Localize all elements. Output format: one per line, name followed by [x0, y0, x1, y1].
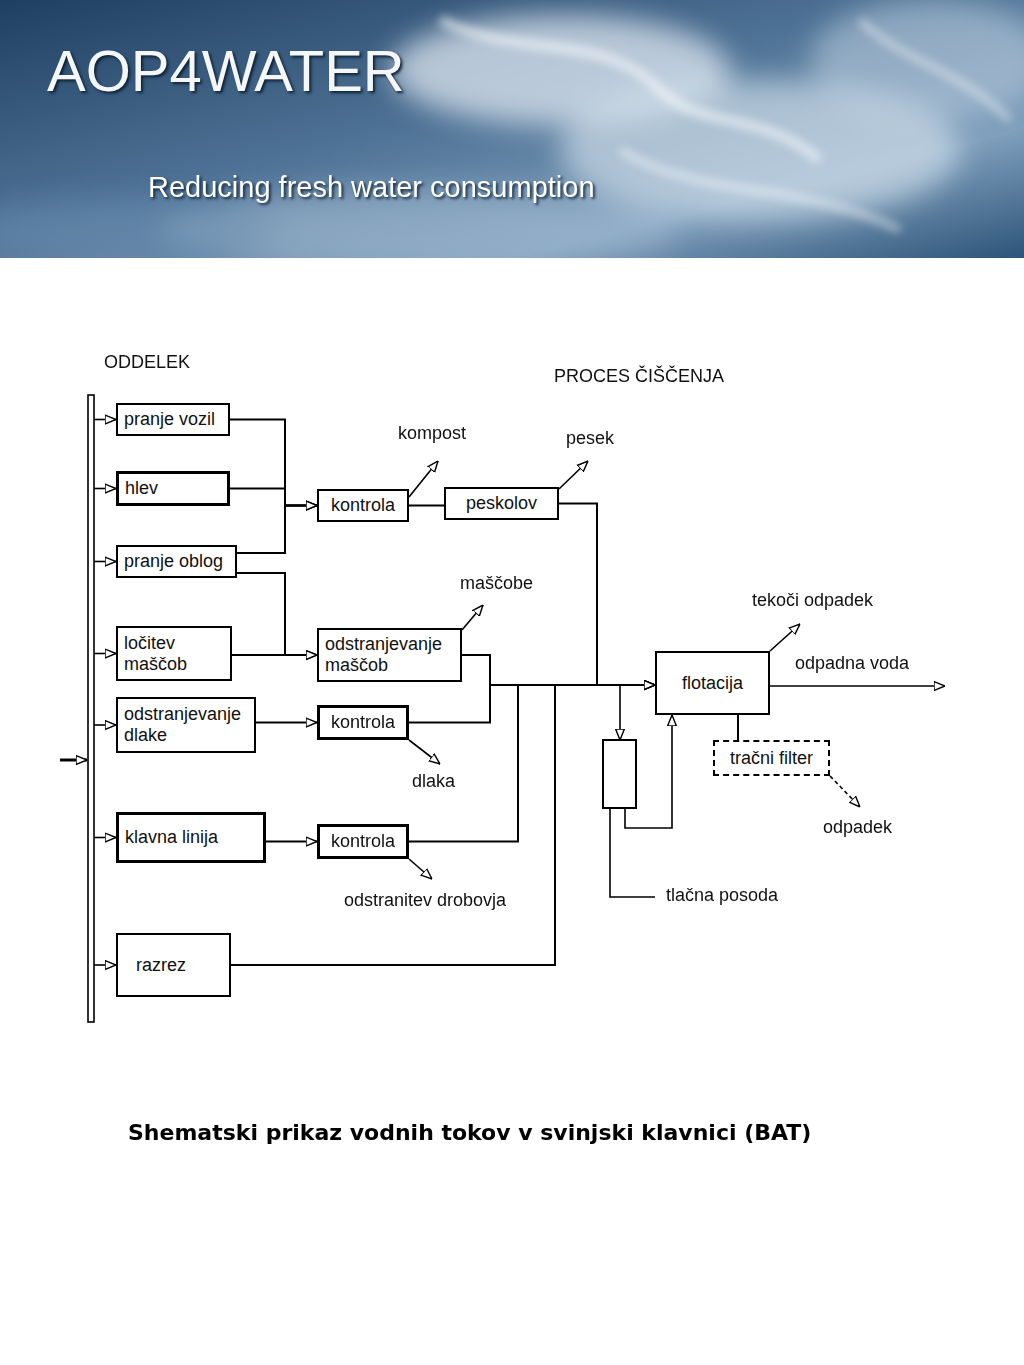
- node-text: odstranjevanje dlake: [124, 704, 248, 745]
- flow-connector: [231, 685, 655, 965]
- flow-connector: [409, 685, 655, 842]
- leader-arrow: [462, 605, 483, 630]
- process-box: odstranjevanje dlake: [116, 697, 256, 753]
- supply-arrow: [94, 419, 116, 421]
- supply-arrow: [94, 488, 116, 490]
- output-label: pesek: [566, 428, 614, 450]
- process-box: razrez: [116, 933, 231, 997]
- output-label: odstranitev drobovja: [344, 890, 506, 912]
- part-label: tlačna posoda: [666, 885, 778, 907]
- leader-arrow: [559, 461, 588, 489]
- flow-connector: [737, 715, 739, 740]
- output-label: kompost: [398, 423, 466, 445]
- node-text: pranje oblog: [124, 551, 223, 572]
- process-box: odstranjevanje maščob: [317, 628, 462, 682]
- supply-arrow: [94, 653, 116, 655]
- process-box: ločitev maščob: [116, 626, 232, 681]
- supply-arrow: [94, 724, 116, 726]
- node-text: klavna linija: [125, 827, 218, 848]
- flow-connector: [256, 722, 317, 724]
- leader-arrow: [409, 740, 440, 764]
- node-text: ločitev maščob: [124, 633, 224, 674]
- supply-arrow: [94, 837, 116, 839]
- flow-connector: [462, 655, 655, 685]
- tagline: Reducing fresh water consumption: [148, 170, 595, 205]
- leader-arrow: [830, 776, 860, 807]
- vessel-return: [625, 715, 672, 828]
- wave-foam: [0, 0, 1024, 258]
- supply-pipe: [88, 395, 94, 1022]
- process-box: hlev: [116, 471, 230, 506]
- leader-arrow: [409, 859, 432, 879]
- outlet-arrow: [770, 685, 945, 687]
- output-label: maščobe: [460, 573, 533, 595]
- process-box: klavna linija: [116, 812, 266, 863]
- node-text: kontrola: [331, 831, 395, 852]
- output-label: dlaka: [412, 771, 455, 793]
- flow-connector: [237, 506, 317, 554]
- leader-arrow: [770, 624, 800, 651]
- process-box: peskolov: [444, 487, 559, 520]
- column-heading: ODDELEK: [104, 352, 190, 374]
- process-box: flotacija: [655, 651, 770, 715]
- flow-connector: [232, 654, 317, 656]
- node-text: odstranjevanje maščob: [325, 634, 454, 675]
- output-label: odpadek: [823, 817, 892, 839]
- output-label: tekoči odpadek: [752, 590, 873, 612]
- logo-text: AOP4WATER: [47, 36, 405, 106]
- flow-connector: [230, 420, 317, 506]
- node-text: peskolov: [466, 493, 537, 514]
- node-text: tračni filter: [730, 748, 813, 769]
- flow-connector: [266, 841, 317, 843]
- process-box: pranje oblog: [116, 545, 237, 578]
- node-text: kontrola: [331, 495, 395, 516]
- column-heading: PROCES ČIŠČENJA: [554, 366, 724, 388]
- flow-connector: [559, 504, 655, 686]
- node-text: kontrola: [331, 712, 395, 733]
- flow-connector: [409, 505, 444, 507]
- vessel-feed: [619, 685, 621, 740]
- flow-connector: [409, 685, 655, 723]
- node-text: razrez: [136, 955, 186, 976]
- node-text: pranje vozil: [124, 409, 215, 430]
- output-label: odpadna voda: [795, 653, 909, 675]
- process-box: kontrola: [317, 705, 409, 740]
- flow-connector: [230, 489, 317, 506]
- leader-arrow: [409, 461, 438, 497]
- inlet-arrow: [60, 759, 87, 762]
- supply-arrow: [94, 964, 116, 966]
- pressure-vessel: [603, 740, 636, 808]
- leader-line: [610, 808, 655, 897]
- supply-arrow: [94, 561, 116, 563]
- process-box: kontrola: [317, 824, 409, 859]
- node-text: hlev: [125, 478, 158, 499]
- process-box: pranje vozil: [116, 403, 230, 436]
- figure-caption: Shematski prikaz vodnih tokov v svinjski…: [128, 1120, 811, 1146]
- node-text: flotacija: [682, 673, 743, 694]
- process-box: kontrola: [317, 489, 409, 522]
- flow-connector: [237, 573, 317, 655]
- filter-box: tračni filter: [713, 740, 830, 776]
